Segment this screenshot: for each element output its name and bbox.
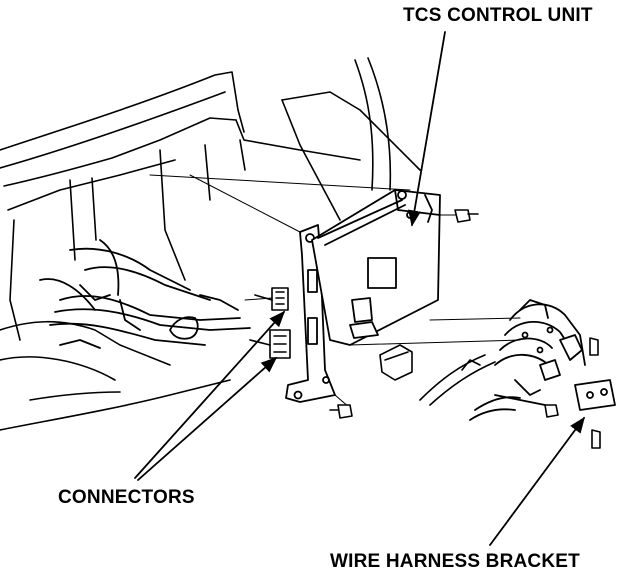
dashboard-panel bbox=[0, 71, 361, 431]
wiring-harness bbox=[39, 239, 251, 349]
wire-harness-bracket-label: WIRE HARNESS BRACKET bbox=[330, 551, 580, 572]
bracket-arrow bbox=[489, 416, 585, 546]
harness-clip bbox=[379, 344, 496, 406]
bolt-right bbox=[544, 404, 559, 418]
callout-arrows bbox=[134, 31, 585, 546]
bolt-bottom-right bbox=[591, 429, 601, 449]
connectors-label: CONNECTORS bbox=[58, 487, 195, 508]
tcs-control-unit bbox=[311, 189, 441, 346]
leader-lines bbox=[149, 174, 521, 409]
bolts bbox=[329, 209, 601, 449]
connector-arrow-upper bbox=[134, 310, 286, 479]
body-pillar bbox=[281, 57, 421, 221]
relay-block bbox=[367, 257, 397, 289]
bolt-upper bbox=[454, 209, 471, 223]
connector-arrow-lower bbox=[137, 356, 278, 481]
bolt-far-right bbox=[589, 337, 599, 356]
tcs-arrow bbox=[408, 31, 446, 227]
wire-harness-bracket bbox=[469, 299, 616, 421]
tcs-control-unit-label: TCS CONTROL UNIT bbox=[403, 5, 593, 26]
connectors bbox=[249, 287, 291, 359]
bolt-lower bbox=[337, 404, 353, 419]
